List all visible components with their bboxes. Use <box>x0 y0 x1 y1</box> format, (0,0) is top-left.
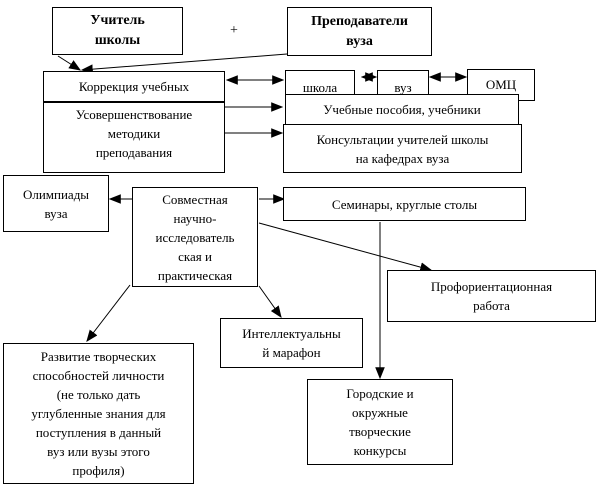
node-intellectual-marathon: Интеллектуальны й марафон <box>220 318 363 368</box>
node-text: профиля) <box>72 463 125 478</box>
node-text: работа <box>473 298 510 313</box>
node-text: школа <box>302 80 338 95</box>
node-career-guidance: Профориентационная работа <box>387 270 596 322</box>
node-text: Профориентационная <box>430 279 553 294</box>
node-text: (не только дать <box>56 387 141 402</box>
node-text: Коррекция учебных <box>78 79 190 94</box>
node-text: ская и <box>178 248 212 264</box>
node-correction-methodology: Коррекция учебных Усовершенствование мет… <box>43 71 225 173</box>
section-divider <box>44 101 224 103</box>
node-consultations: Консультации учителей школы на кафедрах … <box>283 124 522 173</box>
node-text: научно- <box>173 210 217 226</box>
edge-university-teachers-to-correction <box>80 52 302 74</box>
edge-joint-career <box>258 222 433 272</box>
node-creative-development: Развитие творческих способностей личност… <box>3 343 194 484</box>
edge-school-teacher-to-correction <box>57 55 82 71</box>
node-correction: Коррекция учебных <box>79 72 189 101</box>
node-text: Консультации учителей школы <box>316 131 489 147</box>
node-text: методики <box>107 126 161 141</box>
node-text: ОМЦ <box>485 77 517 92</box>
node-university-teachers: Преподаватели вуза <box>287 7 432 56</box>
node-text: способностей личности <box>32 368 165 383</box>
node-text: преподавания <box>95 145 173 160</box>
node-text: вуз <box>394 80 412 95</box>
node-text: вуза <box>346 33 373 49</box>
node-text: школы <box>94 33 141 48</box>
node-text: Учитель <box>90 13 145 28</box>
node-text: вуза <box>44 205 68 221</box>
node-school-teacher: Учитель школы <box>52 7 183 55</box>
node-text: Городские и <box>346 386 414 401</box>
node-text: Преподаватели <box>311 13 408 29</box>
edge-joint-marathon <box>258 285 282 318</box>
node-text: Интеллектуальны <box>242 326 341 341</box>
plus-sign: + <box>230 23 238 38</box>
node-text: Семинары, круглые столы <box>331 196 478 212</box>
node-text: творческие <box>349 424 411 439</box>
node-seminars: Семинары, круглые столы <box>283 187 526 221</box>
node-text: поступления в данный <box>35 425 162 440</box>
node-text: Усовершенствование <box>75 107 193 122</box>
node-text: Совместная <box>162 191 228 207</box>
node-methodology: Усовершенствование методики преподавания <box>76 105 192 162</box>
node-text: Учебные пособия, учебники <box>323 102 481 117</box>
node-text: конкурсы <box>353 443 407 458</box>
node-textbooks: Учебные пособия, учебники <box>285 94 519 125</box>
node-joint-research: Совместная научно- исследователь ская и … <box>132 187 258 287</box>
node-text: на кафедрах вуза <box>355 150 450 166</box>
node-text: исследователь <box>155 229 235 245</box>
node-text: вуз или вузы этого <box>47 444 150 459</box>
node-text: практическая <box>157 267 233 283</box>
node-olympiads: Олимпиады вуза <box>3 175 109 232</box>
node-text: Олимпиады <box>22 186 90 202</box>
node-text: углубленные знания для <box>31 406 166 421</box>
node-text: Развитие творческих <box>40 349 157 364</box>
node-text: окружные <box>352 405 408 420</box>
node-city-contests: Городские и окружные творческие конкурсы <box>307 379 453 465</box>
node-text: й марафон <box>262 345 321 360</box>
edge-joint-creative <box>86 284 131 342</box>
